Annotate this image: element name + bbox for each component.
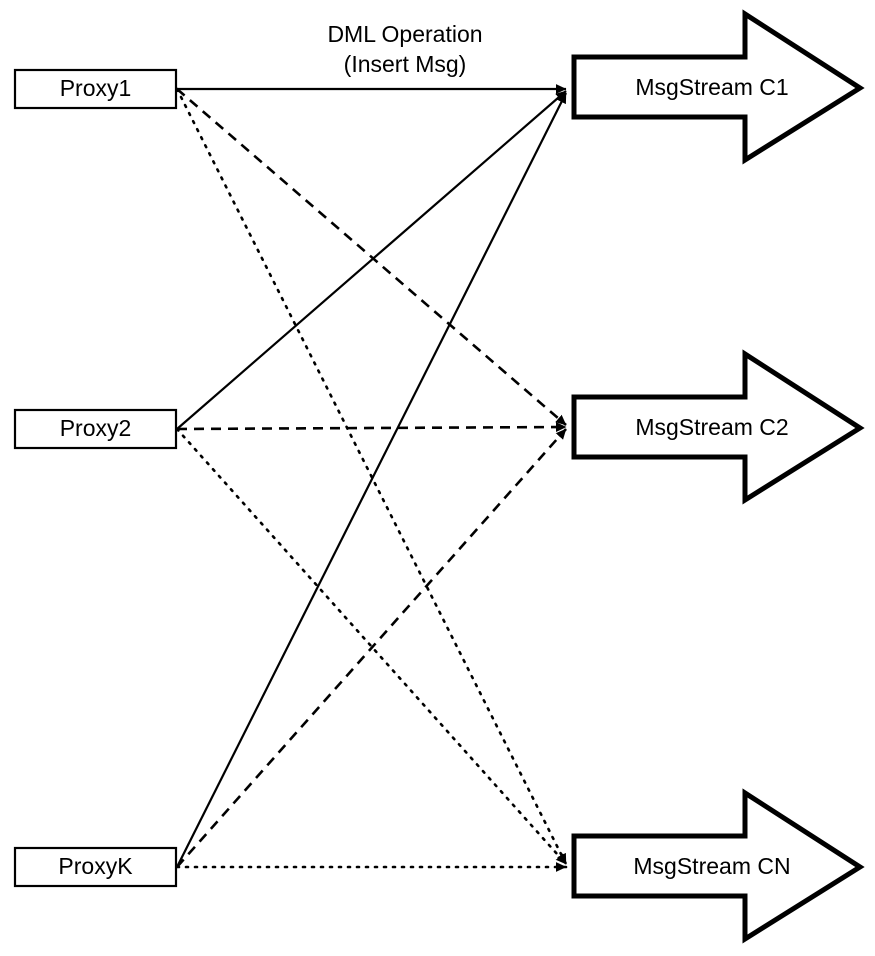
link-proxy1-to-msgstream-cn[interactable]: [175, 87, 568, 866]
edge-label-line2: (Insert Msg): [344, 51, 467, 77]
link-proxy2-to-msgstream-c1[interactable]: [176, 90, 567, 430]
proxy-node-proxyk[interactable]: ProxyK: [13, 846, 178, 888]
msgstream-node-c1[interactable]: MsgStream C1: [571, 9, 865, 165]
proxy2-box[interactable]: [13, 408, 178, 450]
proxy-node-proxy1[interactable]: Proxy1: [13, 68, 178, 110]
link-proxy2-to-msgstream-cn[interactable]: [175, 427, 568, 866]
msgstream-c1-label: MsgStream C1: [635, 74, 788, 100]
msgstream-c1-arrow-shape[interactable]: [571, 9, 865, 165]
link-proxy2-to-msgstream-c2[interactable]: [176, 422, 567, 432]
msgstream-cn-arrow-shape[interactable]: [571, 788, 865, 944]
edge-label-line1: DML Operation: [327, 21, 482, 47]
msgstream-c2-arrow-shape[interactable]: [571, 349, 865, 505]
link-proxyk-to-msgstream-c2[interactable]: [176, 428, 567, 868]
proxy1-label: Proxy1: [60, 75, 132, 101]
link-proxyk-to-msgstream-c1[interactable]: [176, 92, 567, 868]
msgstream-cn-label: MsgStream CN: [633, 853, 790, 879]
proxyk-box[interactable]: [13, 846, 178, 888]
link-group: [175, 84, 568, 872]
msgstream-node-c2[interactable]: MsgStream C2: [571, 349, 865, 505]
edge-label-dml-operation: DML Operation (Insert Msg): [327, 21, 482, 77]
link-proxy1-to-msgstream-c2[interactable]: [176, 88, 567, 426]
proxy2-label: Proxy2: [60, 415, 132, 441]
proxyk-label: ProxyK: [58, 853, 133, 879]
proxy1-box[interactable]: [13, 68, 178, 110]
proxy-node-proxy2[interactable]: Proxy2: [13, 408, 178, 450]
msgstream-c2-label: MsgStream C2: [635, 414, 788, 440]
msgstream-node-cn[interactable]: MsgStream CN: [571, 788, 865, 944]
